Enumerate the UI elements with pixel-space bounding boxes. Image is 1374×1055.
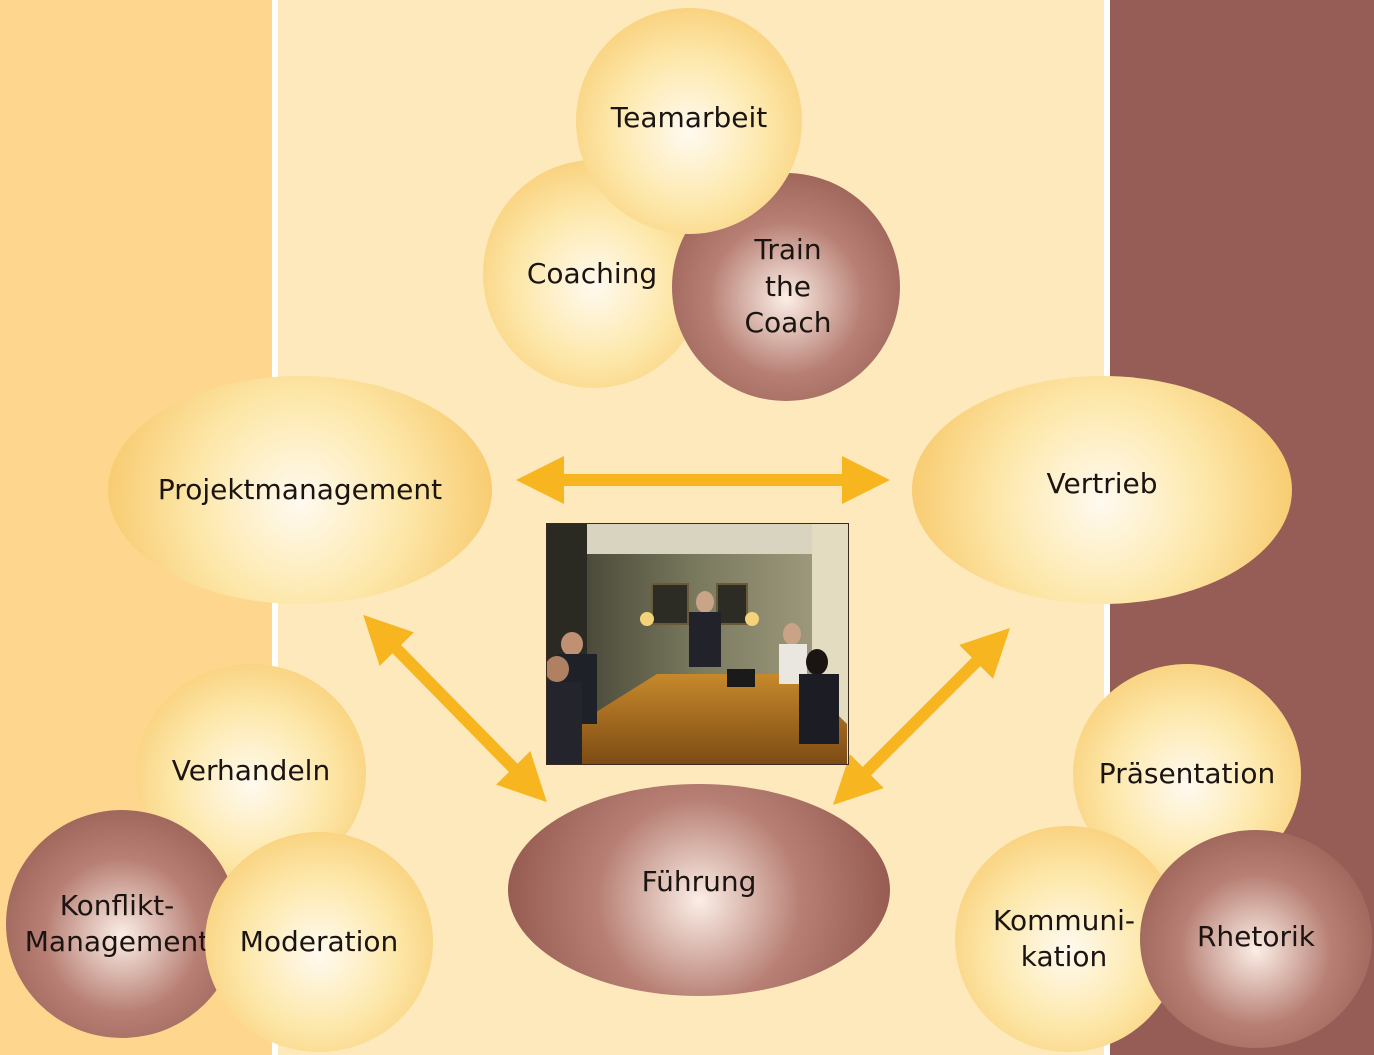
label-moderation: Moderation — [239, 924, 399, 958]
label-projektmanagement: Projektmanagement — [157, 472, 443, 506]
meeting-photo — [546, 523, 849, 765]
label-rhetorik: Rhetorik — [1196, 919, 1316, 953]
bubble-vertrieb: Vertrieb — [912, 376, 1292, 604]
bubble-projektmanagement: Projektmanagement — [108, 376, 492, 604]
label-kommunikation: Kommuni- kation — [992, 903, 1136, 973]
label-praesentation: Präsentation — [1098, 756, 1276, 790]
label-konflikt-management: Konflikt- Management — [24, 888, 210, 958]
bubble-konflikt-management: Konflikt- Management — [6, 810, 238, 1038]
label-train-the-coach: Train the Coach — [744, 233, 832, 340]
label-vertrieb: Vertrieb — [1046, 466, 1158, 500]
arrow-projekt-fuehrung — [363, 614, 547, 803]
arrow-vertrieb-fuehrung — [833, 628, 1010, 805]
bubble-teamarbeit: Teamarbeit — [576, 8, 802, 234]
label-verhandeln: Verhandeln — [171, 753, 331, 787]
label-teamarbeit: Teamarbeit — [610, 101, 768, 134]
bubble-rhetorik: Rhetorik — [1140, 830, 1372, 1048]
label-fuehrung: Führung — [641, 864, 757, 898]
bubble-fuehrung: Führung — [508, 784, 890, 996]
label-coaching: Coaching — [526, 256, 658, 290]
bubble-moderation: Moderation — [205, 832, 433, 1052]
